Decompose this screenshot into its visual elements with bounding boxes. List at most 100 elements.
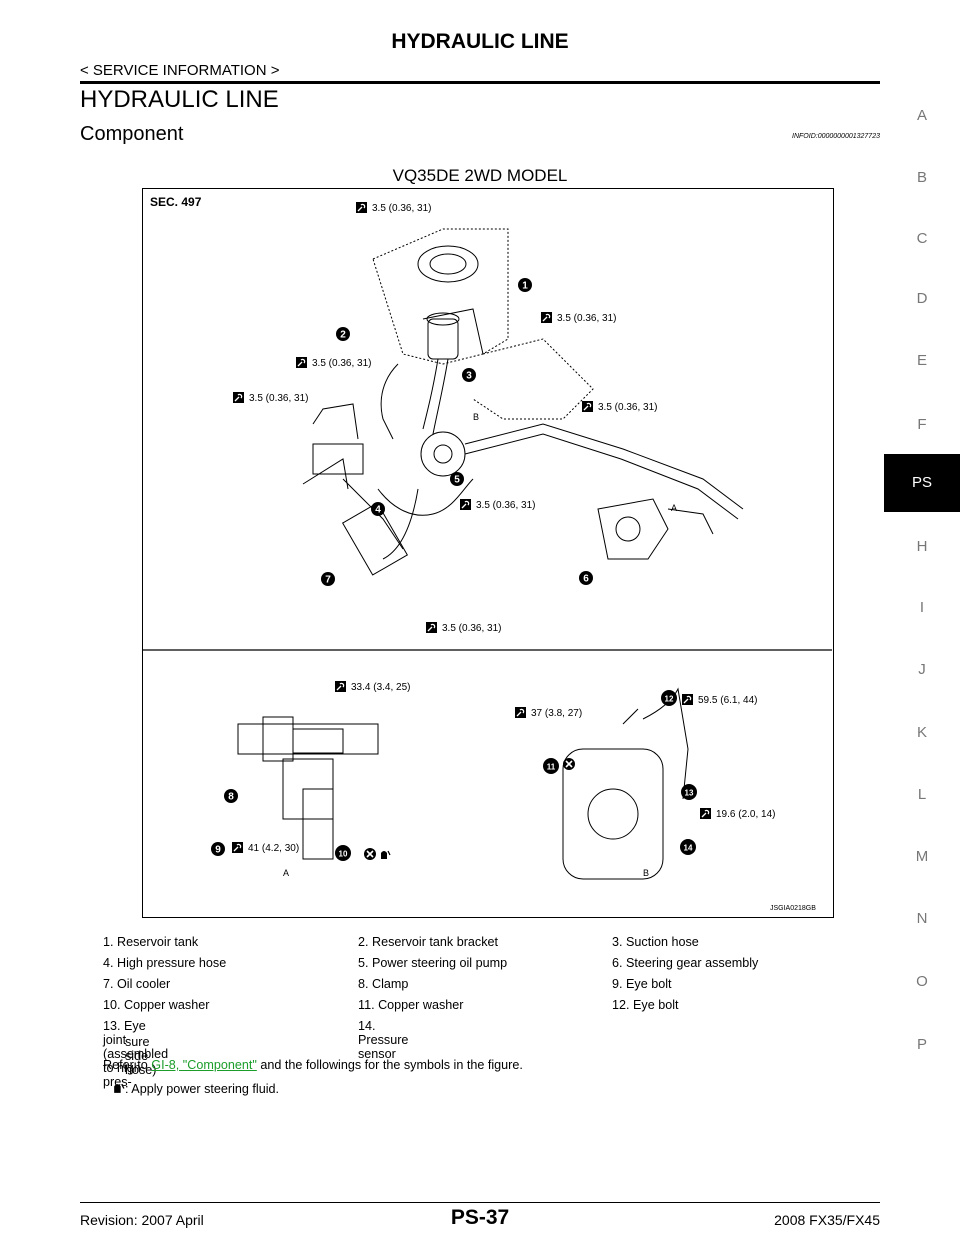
callout-10: 10 (335, 845, 351, 861)
refer-suffix: and the followings for the symbols in th… (256, 1058, 523, 1072)
callout-5: 5 (450, 472, 464, 486)
side-tab-e[interactable]: E (916, 352, 927, 369)
lower-illustration (237, 687, 689, 880)
torque-label-3: 3.5 (0.36, 31) (312, 358, 371, 369)
section-title: HYDRAULIC LINE (80, 86, 279, 113)
callout-number: 10 (339, 850, 348, 859)
component-figure: SEC. 497 (142, 188, 834, 918)
callout-number: 13 (685, 789, 694, 798)
figure-drawing: SEC. 497 (143, 195, 832, 912)
letter-b: B (473, 412, 479, 422)
torque-label-8: 33.4 (3.4, 25) (351, 682, 410, 693)
part-item: 1. Reservoir tank (103, 935, 199, 949)
side-tab-c[interactable]: C (916, 230, 928, 247)
component-title: Component (80, 123, 184, 145)
torque-label-5: 3.5 (0.36, 31) (598, 402, 657, 413)
part-item: 2. Reservoir tank bracket (358, 935, 498, 949)
callout-2: 2 (336, 327, 350, 341)
callout-number: 1 (522, 281, 528, 292)
side-tab-ps[interactable]: PS (884, 454, 960, 512)
wrench-icon (681, 693, 694, 706)
callout-number: 3 (466, 371, 472, 382)
model-text: 2008 FX35/FX45 (774, 1212, 880, 1228)
callout-6: 6 (579, 571, 593, 585)
page-number: PS-37 (450, 1206, 510, 1229)
callout-8: 8 (224, 789, 238, 803)
side-tab-o[interactable]: O (916, 973, 928, 990)
revision-text: Revision: 2007 April (80, 1212, 204, 1228)
page-header-subtitle: < SERVICE INFORMATION > (80, 62, 280, 79)
part-item: 11. Copper washer (358, 998, 464, 1012)
callout-9: 9 (211, 842, 225, 856)
side-tab-f[interactable]: F (917, 416, 927, 433)
wrench-icon (514, 706, 527, 719)
side-tab-a[interactable]: A (916, 107, 927, 124)
page-header-title: HYDRAULIC LINE (391, 30, 569, 53)
fluid-icon (380, 850, 391, 860)
torque-label-6: 3.5 (0.36, 31) (476, 500, 535, 511)
side-tab-l[interactable]: L (917, 786, 927, 803)
part-item: 10. Copper washer (103, 998, 210, 1012)
callout-7: 7 (321, 572, 335, 586)
side-tab-j[interactable]: J (918, 661, 926, 678)
torque-label-12: 19.6 (2.0, 14) (716, 809, 775, 820)
callout-13: 13 (681, 784, 697, 800)
part-item: 12. Eye bolt (612, 998, 679, 1012)
callout-number: 14 (684, 844, 693, 853)
torque-label-1: 3.5 (0.36, 31) (372, 203, 431, 214)
apply-note: : Apply power steering fluid. (103, 1082, 279, 1096)
callout-number: 4 (375, 505, 381, 516)
part-item: 3. Suction hose (612, 935, 699, 949)
callout-number: 6 (583, 574, 589, 585)
side-tab-m[interactable]: M (915, 848, 929, 865)
fluid-icon (114, 1083, 125, 1093)
callout-1: 1 (518, 278, 532, 292)
side-tab-i[interactable]: I (919, 599, 925, 616)
part-item: 13. Eye joint (assembled to high pres- (103, 1019, 169, 1089)
wrench-icon (581, 400, 594, 413)
header-rule (80, 81, 880, 84)
letter-a-lower: A (283, 868, 289, 878)
sec-label: SEC. 497 (150, 195, 202, 209)
wrench-icon (355, 201, 368, 214)
torque-label-10: 37 (3.8, 27) (531, 708, 582, 719)
wrench-icon (425, 621, 438, 634)
torque-label-2: 3.5 (0.36, 31) (557, 313, 616, 324)
callout-number: 7 (325, 575, 331, 586)
side-tab-k[interactable]: K (916, 724, 927, 741)
footer-rule (80, 1202, 880, 1203)
image-id: JSGIA0218GB (770, 905, 816, 912)
callout-number: 8 (228, 792, 234, 803)
wrench-icon (540, 311, 553, 324)
wrench-icon (459, 498, 472, 511)
part-item: 9. Eye bolt (612, 977, 672, 991)
wrench-icon (232, 391, 245, 404)
letter-b-lower: B (643, 868, 649, 878)
wrench-icon (295, 356, 308, 369)
callout-4: 4 (371, 502, 385, 516)
replace-icon (562, 757, 576, 771)
part-item: 5. Power steering oil pump (358, 956, 508, 970)
side-tab-n[interactable]: N (916, 910, 928, 927)
refer-link[interactable]: GI-8, "Component" (151, 1058, 257, 1072)
part-item: 8. Clamp (358, 977, 409, 991)
callout-number: 5 (454, 475, 460, 486)
torque-label-4: 3.5 (0.36, 31) (249, 393, 308, 404)
apply-note-text: : Apply power steering fluid. (125, 1082, 280, 1096)
side-tab-h[interactable]: H (916, 538, 928, 555)
callout-number: 2 (340, 330, 346, 341)
side-tab-p[interactable]: P (916, 1036, 927, 1053)
callout-number: 12 (665, 695, 674, 704)
replace-icon (363, 847, 377, 861)
torque-label-9: 41 (4.2, 30) (248, 843, 299, 854)
side-tab-d[interactable]: D (916, 290, 928, 307)
refer-prefix: Refer to (103, 1058, 152, 1072)
callout-12: 12 (661, 690, 677, 706)
upper-illustration (302, 228, 744, 576)
part-item: 7. Oil cooler (103, 977, 171, 991)
torque-label-7: 3.5 (0.36, 31) (442, 623, 501, 634)
part-item: 14. Pressure sensor (358, 1019, 409, 1061)
info-id: INFOID:0000000001327723 (792, 133, 880, 140)
side-tab-b[interactable]: B (916, 169, 927, 186)
